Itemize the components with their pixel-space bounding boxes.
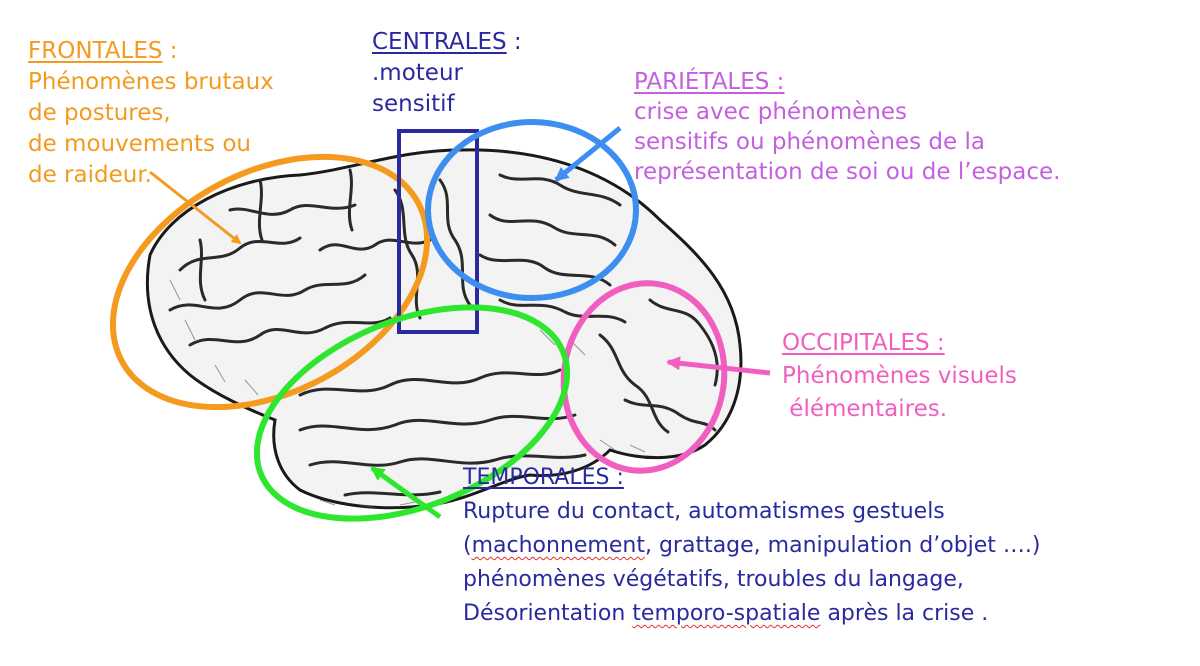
frontales-line: Phénomènes brutaux bbox=[28, 69, 274, 95]
temporales-line: phénomènes végétatifs, troubles du langa… bbox=[463, 567, 964, 592]
temporales-block: TEMPORALES : Rupture du contact, automat… bbox=[463, 461, 1041, 631]
spellcheck-word: machonnement bbox=[471, 533, 645, 558]
centrales-block: CENTRALES : .moteur sensitif bbox=[372, 27, 522, 120]
temporal-region-ellipse bbox=[253, 304, 571, 522]
temporales-line: Rupture du contact, automatismes gestuel… bbox=[463, 499, 945, 524]
occipitales-line: élémentaires. bbox=[782, 396, 948, 422]
parietales-line: crise avec phénomènes bbox=[634, 99, 907, 125]
occipitales-title: OCCIPITALES : bbox=[782, 330, 945, 356]
temporales-line-rest: , grattage, manipulation d’objet ….) bbox=[644, 533, 1041, 558]
parietales-block: PARIÉTALES : crise avec phénomènes sensi… bbox=[634, 67, 1060, 187]
frontales-line: de postures, bbox=[28, 100, 171, 126]
frontales-title: FRONTALES bbox=[28, 38, 163, 64]
frontal-arrow bbox=[149, 170, 242, 245]
central-region-rectangle bbox=[397, 129, 479, 334]
parietales-title: PARIÉTALES : bbox=[634, 69, 785, 95]
brain-illustration bbox=[145, 148, 743, 510]
spellcheck-word: temporo-spatiale bbox=[632, 601, 821, 626]
frontal-region-ellipse bbox=[109, 153, 431, 411]
centrales-title-suffix: : bbox=[506, 29, 522, 55]
frontales-block: FRONTALES : Phénomènes brutaux de postur… bbox=[28, 36, 274, 191]
centrales-title: CENTRALES bbox=[372, 29, 507, 55]
temporales-title: TEMPORALES : bbox=[463, 465, 624, 490]
parietal-arrow bbox=[554, 126, 622, 182]
occipitales-line: Phénomènes visuels bbox=[782, 363, 1017, 389]
parietales-line: sensitifs ou phénomènes de la bbox=[634, 129, 985, 155]
frontales-line: de raideur. bbox=[28, 162, 152, 188]
parietal-region-ellipse bbox=[425, 119, 639, 301]
centrales-line: sensitif bbox=[372, 91, 455, 117]
temporales-line-start: Désorientation bbox=[463, 601, 633, 626]
occipital-arrow bbox=[666, 356, 771, 376]
temporales-paren: ( bbox=[463, 533, 472, 558]
parietales-line: représentation de soi ou de l’espace. bbox=[634, 159, 1061, 185]
frontales-title-suffix: : bbox=[162, 38, 178, 64]
centrales-line: .moteur bbox=[372, 60, 463, 86]
temporal-arrow bbox=[370, 465, 442, 520]
occipitales-block: OCCIPITALES : Phénomènes visuels élément… bbox=[782, 327, 1017, 426]
temporales-line-end: après la crise . bbox=[820, 601, 989, 626]
frontales-line: de mouvements ou bbox=[28, 131, 251, 157]
